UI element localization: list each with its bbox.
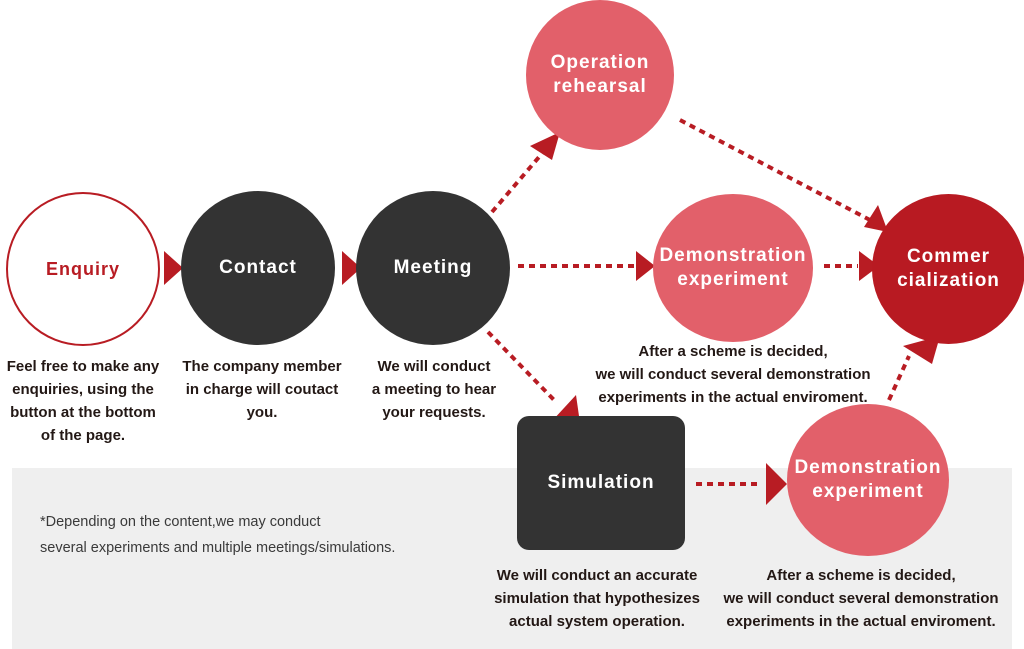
arrow-contact-meeting	[342, 251, 361, 285]
node-meeting-label: Meeting	[393, 257, 473, 278]
node-commercialization-label: Commer cialization	[897, 246, 1000, 291]
node-contact-label: Contact	[219, 257, 297, 278]
node-demonstration-top: Demonstration experiment	[653, 194, 813, 342]
node-simulation-label: Simulation	[547, 472, 655, 493]
arrowhead-rehearsal	[530, 132, 560, 160]
line-demo-bottom-commercialization	[887, 355, 911, 401]
node-operation-rehearsal: Operation rehearsal	[526, 0, 674, 150]
arrowhead-commercialization-mid	[859, 251, 879, 281]
solid-arrows	[164, 251, 361, 285]
line-meeting-rehearsal	[490, 148, 547, 214]
line-meeting-simulation	[486, 330, 558, 404]
node-simulation: Simulation	[517, 416, 685, 550]
node-enquiry-label: Enquiry	[45, 259, 120, 279]
dotted-lines	[486, 118, 911, 486]
node-demonstration-top-label: Demonstration experiment	[659, 245, 807, 290]
node-meeting: Meeting	[356, 191, 510, 345]
caption-enquiry: Feel free to make any enquiries, using t…	[6, 358, 160, 444]
arrowhead-commercialization-upper	[864, 205, 888, 232]
node-commercialization: Commer cialization	[872, 194, 1024, 344]
caption-meeting: We will conduct a meeting to hear your r…	[371, 358, 497, 421]
note-line-2: several experiments and multiple meeting…	[40, 540, 396, 556]
node-contact: Contact	[181, 191, 335, 345]
node-demonstration-bottom: Demonstration experiment	[787, 404, 949, 556]
arrow-enquiry-contact	[164, 251, 183, 285]
arrowhead-commercialization-lower	[903, 336, 940, 364]
caption-contact: The company member in charge will coutac…	[182, 358, 342, 421]
node-demonstration-bottom-label: Demonstration experiment	[794, 457, 942, 502]
caption-demonstration-bottom: After a scheme is decided, we will condu…	[723, 567, 999, 630]
node-operation-rehearsal-label: Operation rehearsal	[550, 52, 650, 97]
caption-simulation: We will conduct an accurate simulation t…	[494, 567, 700, 630]
arrowhead-demo-bottom	[766, 463, 787, 505]
node-enquiry: Enquiry	[6, 192, 160, 346]
line-rehearsal-commercialization	[679, 118, 871, 222]
arrowhead-demo-top	[636, 251, 655, 281]
note-line-1: *Depending on the content,we may conduct	[40, 514, 321, 530]
caption-demonstration-top: After a scheme is decided, we will condu…	[595, 343, 871, 406]
